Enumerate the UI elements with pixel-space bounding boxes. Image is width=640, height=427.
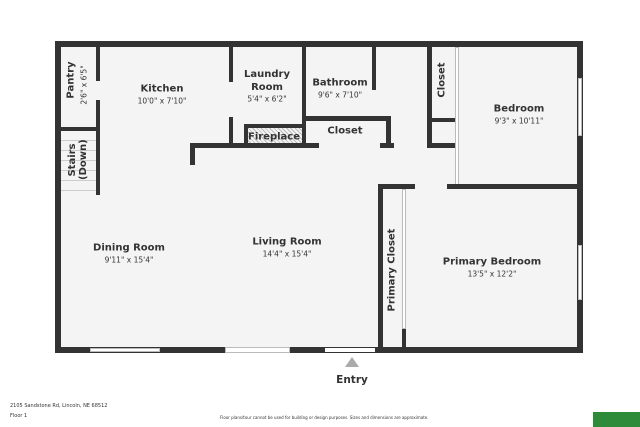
wall — [302, 41, 306, 147]
closet-label: Closet — [327, 125, 363, 137]
wall — [430, 118, 456, 122]
wall — [55, 347, 583, 353]
address: 2105 Sandstone Rd, Lincoln, NE 68512 — [10, 403, 108, 409]
window — [90, 348, 160, 352]
wall — [427, 41, 432, 148]
wall — [577, 41, 583, 353]
closet-door — [455, 47, 459, 185]
disclaimer: Floor plans/tour cannot be used for buil… — [220, 415, 429, 420]
wall — [190, 143, 195, 165]
wall — [378, 184, 383, 353]
kitchen-label: Kitchen — [140, 83, 184, 95]
wall — [96, 41, 100, 81]
wall — [447, 184, 583, 189]
wall — [55, 127, 100, 131]
wall — [386, 116, 391, 148]
fireplace-hatch — [248, 127, 302, 144]
wall — [378, 184, 415, 189]
entry-arrow-icon — [345, 357, 359, 367]
dining-dim: 9'11" x 15'4" — [104, 255, 154, 265]
brand-logo — [593, 412, 640, 427]
floor-label: Floor 1 — [10, 413, 28, 419]
wall — [427, 143, 459, 148]
bedroom-label: Bedroom — [493, 103, 545, 115]
stairs — [60, 131, 96, 191]
dining-label: Dining Room — [93, 242, 165, 254]
wall — [55, 41, 583, 47]
kitchen-dim: 10'0" x 7'10" — [137, 96, 187, 106]
wall — [402, 329, 406, 349]
wall — [190, 143, 319, 148]
wall — [244, 124, 306, 128]
bedroom-dim: 9'3" x 10'11" — [494, 116, 544, 126]
laundry-label: Laundry Room — [244, 69, 290, 93]
window — [578, 78, 582, 136]
wall — [305, 116, 391, 121]
fireplace-label: Fireplace — [247, 131, 301, 143]
primary-bedroom-label: Primary Bedroom — [442, 256, 542, 268]
closet-label: Closet — [436, 62, 448, 98]
entry-label: Entry — [336, 374, 368, 386]
wall — [229, 41, 233, 82]
primary-closet-label: Primary Closet — [386, 228, 398, 312]
floor-plan — [55, 41, 583, 353]
window — [578, 245, 582, 300]
entry-door[interactable] — [325, 348, 375, 352]
wall — [229, 117, 233, 147]
wall — [96, 100, 100, 195]
stairs-label: Stairs (Down) — [67, 139, 89, 180]
laundry-dim: 5'4" x 6'2" — [247, 94, 287, 104]
pantry-dim: 2'6" x 6'5" — [79, 65, 89, 105]
wall — [372, 41, 376, 90]
wall — [244, 124, 248, 146]
closet-door — [402, 189, 406, 329]
window — [225, 347, 290, 353]
pantry-label: Pantry — [65, 61, 77, 99]
bathroom-dim: 9'6" x 7'10" — [317, 90, 363, 100]
bathroom-label: Bathroom — [312, 77, 368, 89]
wall — [55, 41, 61, 353]
primary-bedroom-dim: 13'5" x 12'2" — [467, 269, 517, 279]
living-label: Living Room — [252, 236, 322, 248]
living-dim: 14'4" x 15'4" — [262, 249, 312, 259]
